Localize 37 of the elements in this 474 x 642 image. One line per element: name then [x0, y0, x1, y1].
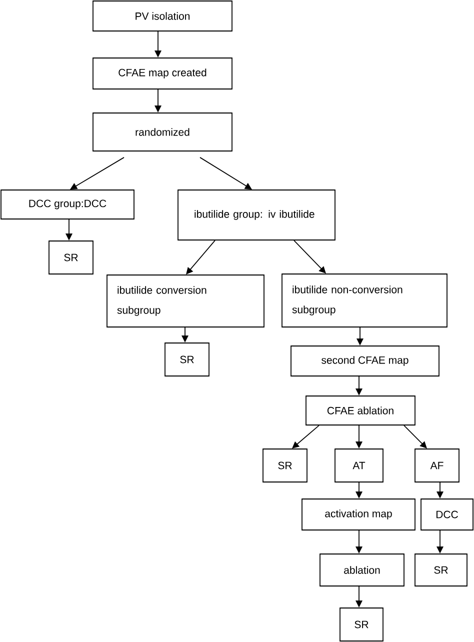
arrow: [292, 425, 320, 449]
arrow: [436, 482, 444, 499]
process-box: ibutilide non-conversion subgroup: [282, 274, 448, 328]
process-box: AT: [334, 448, 384, 482]
process-box: PV isolation: [92, 0, 232, 32]
process-box: SR: [48, 240, 94, 274]
process-box: ablation: [320, 554, 404, 586]
arrow: [436, 530, 444, 554]
arrow: [154, 89, 162, 113]
process-box: second CFAE map: [290, 346, 440, 376]
arrow: [70, 157, 124, 190]
arrow: [356, 425, 362, 449]
arrow: [356, 327, 364, 346]
arrow: [356, 482, 362, 499]
process-box: SR: [164, 342, 210, 376]
process-box: activation map: [302, 498, 416, 530]
arrow: [356, 586, 362, 608]
process-box: randomized: [92, 112, 232, 152]
arrow: [154, 31, 162, 58]
process-box: CFAE map created: [92, 58, 232, 90]
process-box: SR: [340, 608, 384, 642]
arrow: [186, 240, 216, 275]
process-box: AF: [414, 448, 460, 482]
arrow: [404, 425, 427, 449]
process-box: CFAE ablation: [306, 396, 416, 426]
arrow: [356, 376, 362, 396]
arrow: [182, 327, 188, 343]
arrow: [356, 530, 362, 554]
arrow: [294, 240, 326, 274]
process-box: DCC: [420, 498, 474, 530]
arrow: [200, 157, 252, 190]
process-box: ibutilide group: iv ibutilide: [178, 190, 336, 240]
arrow: [66, 219, 72, 241]
process-box: ibutilide conversion subgroup: [106, 274, 264, 328]
process-box: SR: [414, 554, 468, 586]
process-box: DCC group:DCC: [0, 190, 134, 220]
process-box: SR: [262, 448, 308, 482]
